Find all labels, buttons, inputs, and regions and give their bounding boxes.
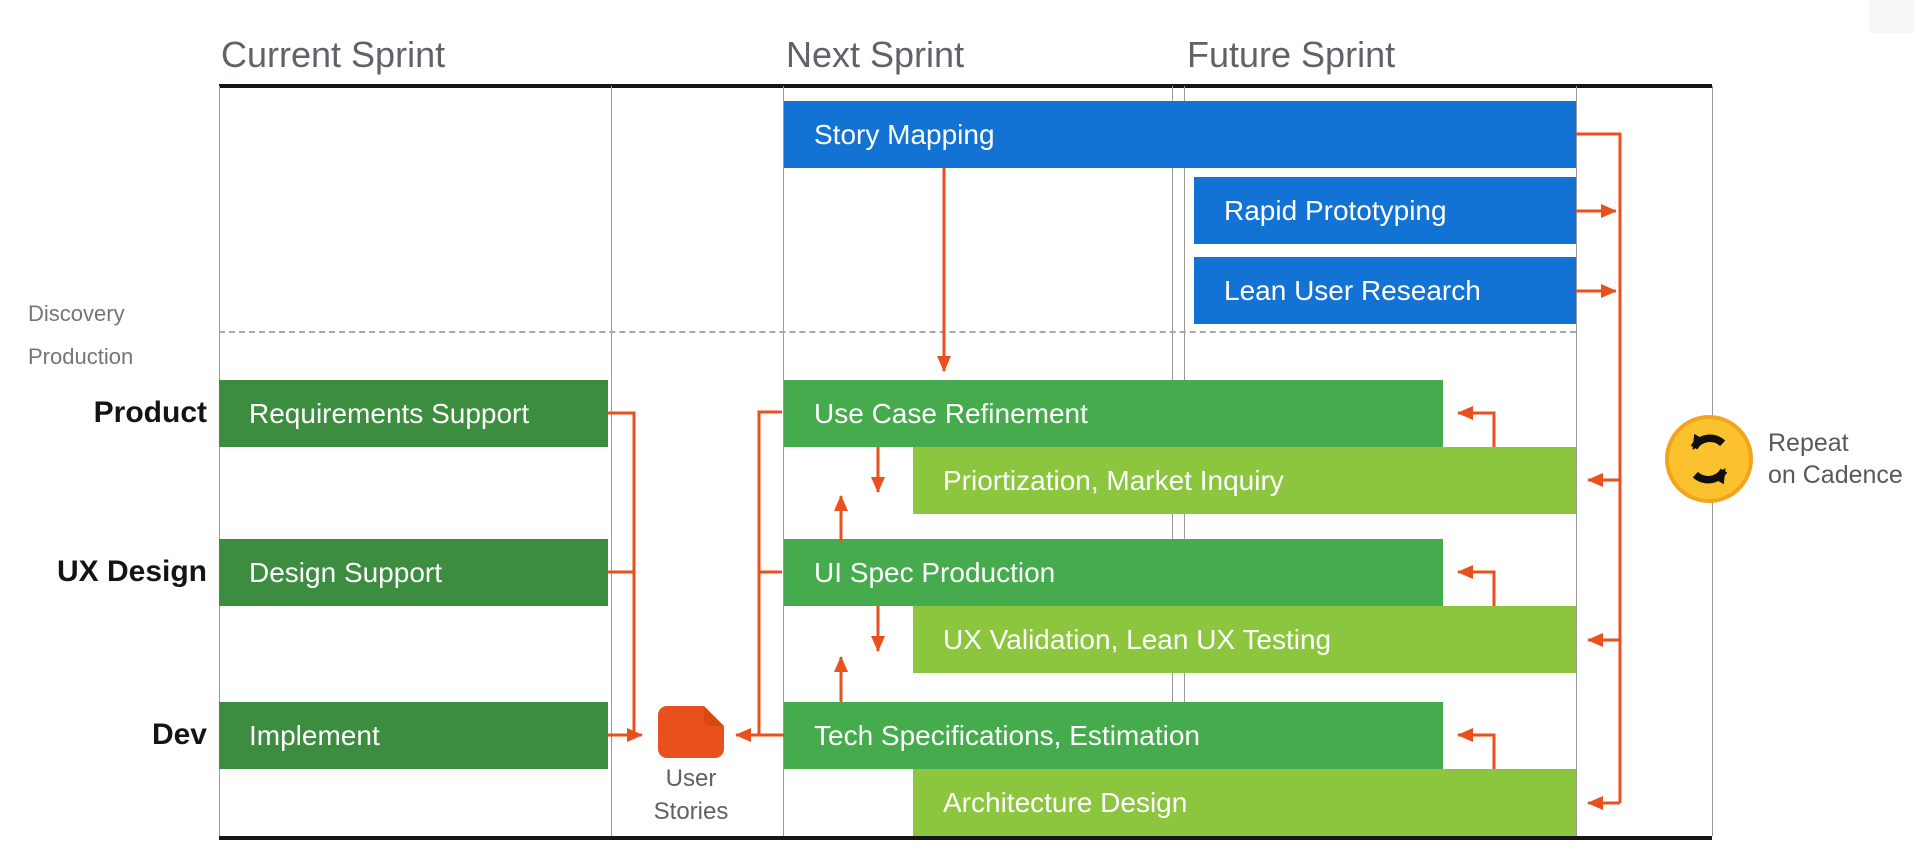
chart-top-border <box>219 84 1712 88</box>
grid-line-left-border <box>219 86 220 836</box>
zone-label-production: Production <box>28 344 134 369</box>
chart-bottom-border <box>219 836 1712 840</box>
row-label-ux-design: UX Design <box>56 555 207 588</box>
bar-ui-spec-production: UI Spec Production <box>784 539 1443 606</box>
zone-label-discovery: Discovery <box>28 301 125 326</box>
bar-requirements-support: Requirements Support <box>219 380 608 447</box>
row-label-product: Product <box>93 396 207 429</box>
discovery-production-divider <box>219 331 1576 333</box>
bar-design-support: Design Support <box>219 539 608 606</box>
user-stories-label-line1: User <box>665 765 717 792</box>
repeat-cycle-icon <box>1665 415 1753 503</box>
bar-story-mapping: Story Mapping <box>784 101 1576 168</box>
flow-priortization-to-use-case <box>1457 406 1496 447</box>
bar-priortization-market-inquiry: Priortization, Market Inquiry <box>913 447 1576 514</box>
repeat-label-line1: Repeat <box>1768 429 1849 457</box>
grid-line-current-end <box>611 86 612 836</box>
column-header-current-sprint: Current Sprint <box>221 34 446 75</box>
bar-lean-user-research: Lean User Research <box>1194 257 1576 324</box>
sync-arrows-icon <box>1690 433 1728 485</box>
grid-line-next-start <box>783 86 784 836</box>
flow-repeat-loop-line <box>1576 132 1622 803</box>
column-header-next-sprint: Next Sprint <box>786 34 965 75</box>
bar-implement: Implement <box>219 702 608 769</box>
bar-ux-validation-lean-ux-testing: UX Validation, Lean UX Testing <box>913 606 1576 673</box>
grid-line-future-end <box>1576 86 1577 836</box>
bar-rapid-prototyping: Rapid Prototyping <box>1194 177 1576 244</box>
bar-tech-specifications-estimation: Tech Specifications, Estimation <box>784 702 1443 769</box>
row-label-dev: Dev <box>151 718 207 751</box>
column-header-future-sprint: Future Sprint <box>1187 34 1396 75</box>
bar-architecture-design: Architecture Design <box>913 769 1576 836</box>
flow-architecture-to-tech-spec <box>1457 728 1496 769</box>
user-stories-label-line2: Stories <box>653 798 729 825</box>
screen-corner-artifact <box>1869 0 1914 33</box>
user-stories-document-icon <box>658 706 724 758</box>
flow-user-stories-up-line <box>757 410 782 735</box>
repeat-label-line2: on Cadence <box>1768 461 1903 489</box>
bar-use-case-refinement: Use Case Refinement <box>784 380 1443 447</box>
flow-ux-validation-to-ui-spec <box>1457 565 1496 606</box>
